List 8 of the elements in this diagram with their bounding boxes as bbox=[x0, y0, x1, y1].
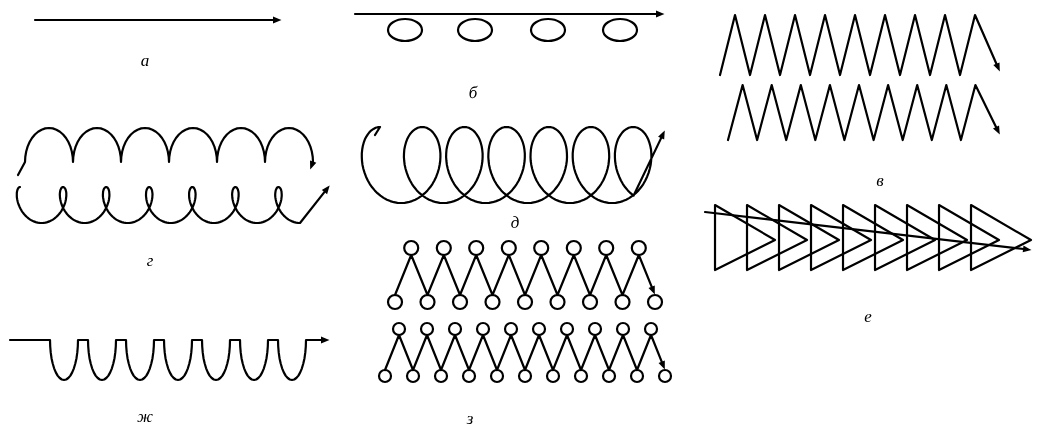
figure-letter: ж bbox=[137, 413, 153, 423]
figure-letter: з bbox=[466, 415, 473, 425]
figure-letter: а bbox=[141, 57, 149, 67]
figure-letter: г bbox=[147, 257, 153, 267]
figure-letter: д bbox=[511, 216, 519, 228]
figure-letter: в bbox=[876, 177, 884, 187]
figure-letter: е bbox=[864, 313, 872, 323]
figure-letter: б bbox=[469, 85, 478, 99]
